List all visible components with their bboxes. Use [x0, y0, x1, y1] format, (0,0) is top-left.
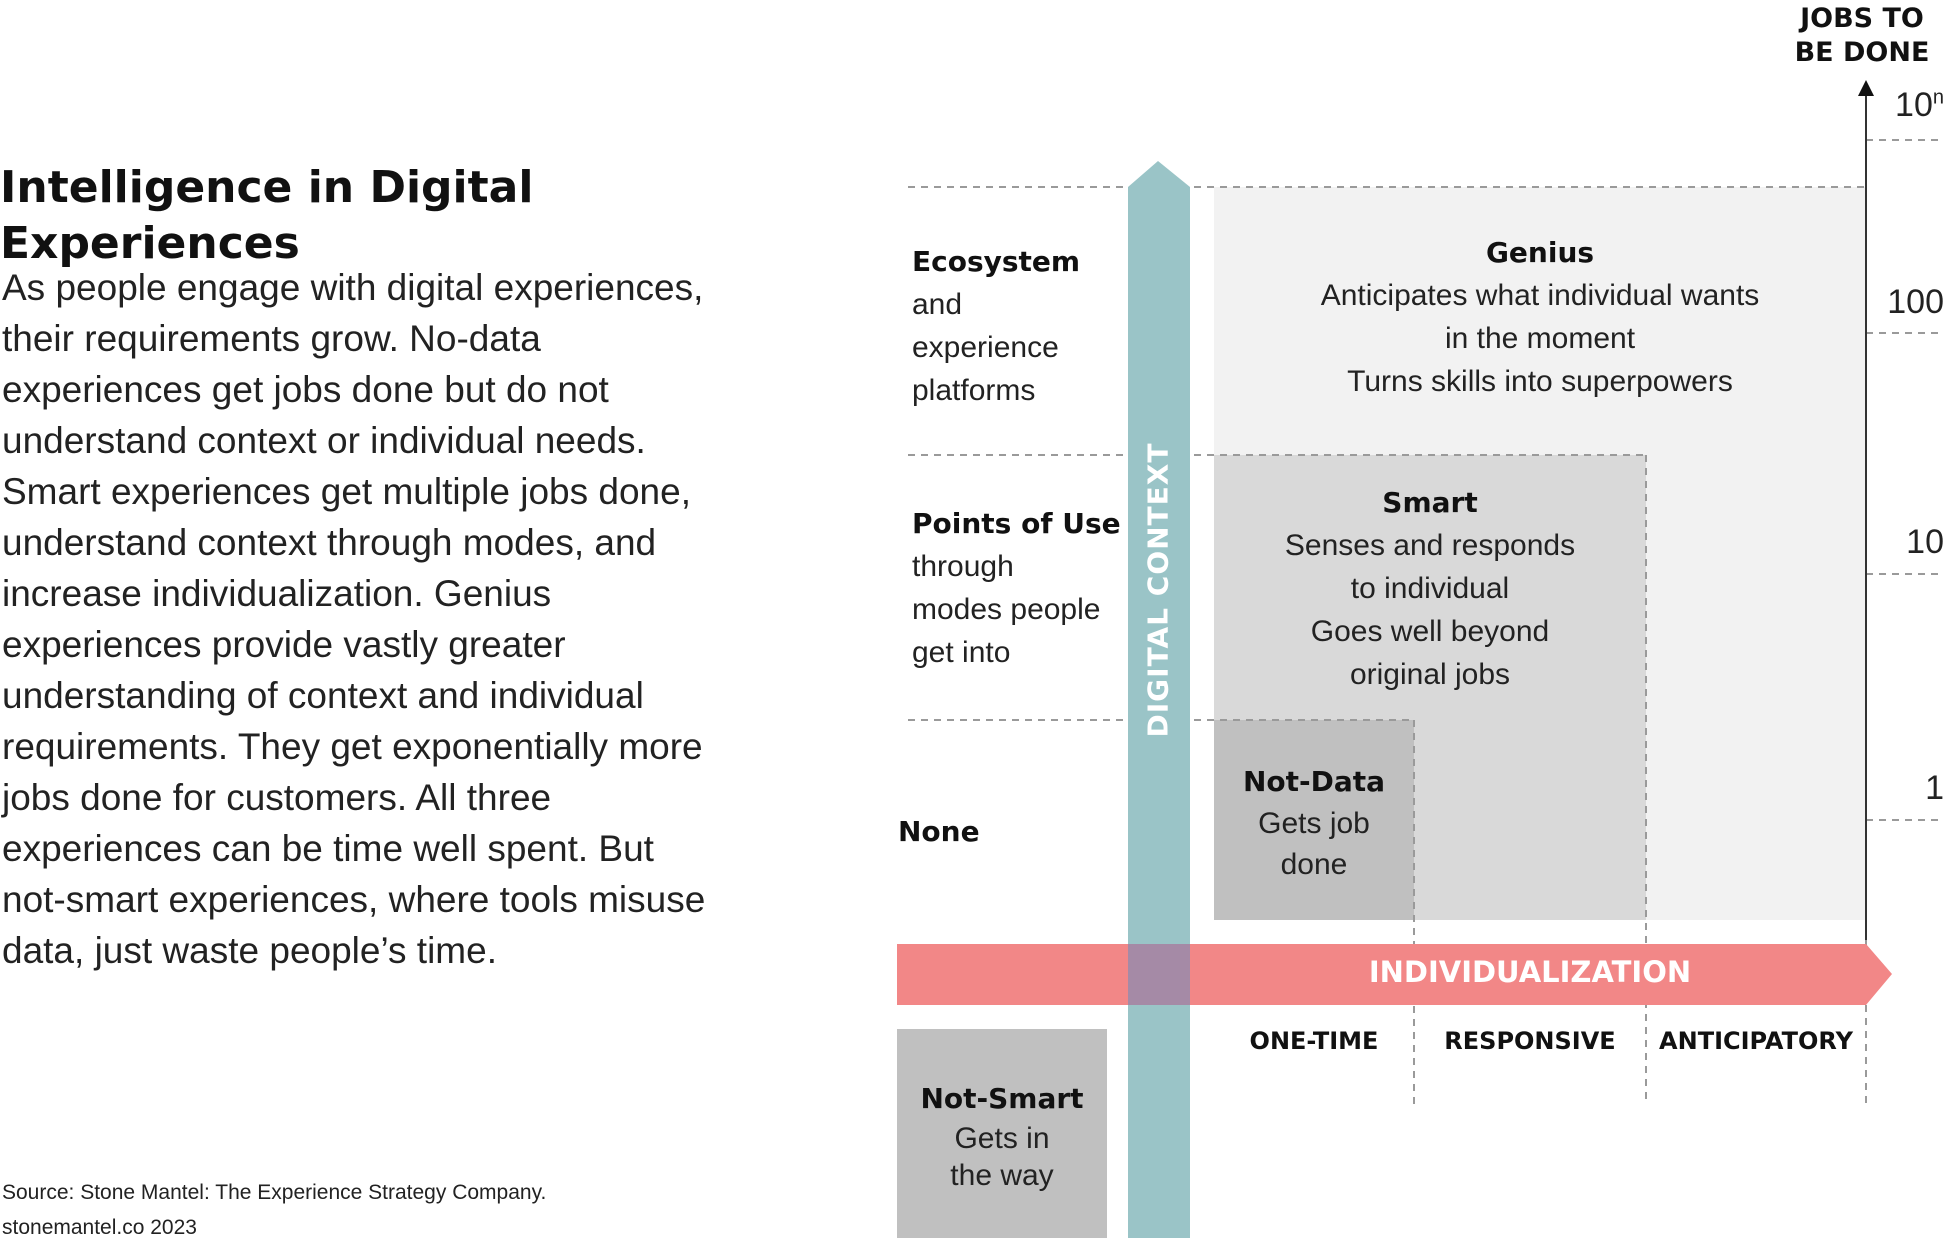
- context-level-none: None: [898, 815, 980, 848]
- body-line: experiences provide vastly greater: [2, 624, 566, 665]
- body-line: not-smart experiences, where tools misus…: [2, 879, 706, 920]
- not-data-box: [1214, 720, 1414, 920]
- body-line: understand context or individual needs.: [2, 420, 646, 461]
- column-label-one-time: ONE-TIME: [1249, 1027, 1379, 1055]
- source-credit: Source: Stone Mantel: The Experience Str…: [2, 1181, 547, 1204]
- genius-title: Genius: [1485, 236, 1595, 269]
- context-level-points-of-use: Points of Use through modes people get i…: [912, 507, 1121, 669]
- not-smart-title: Not-Smart: [920, 1082, 1084, 1115]
- body-line: understand context through modes, and: [2, 522, 657, 563]
- jobs-tick-10: 10: [1906, 523, 1944, 561]
- jobs-tick-100: 100: [1887, 283, 1944, 321]
- jobs-axis-title: JOBS TO BE DONE: [1794, 3, 1930, 68]
- column-label-responsive: RESPONSIVE: [1444, 1027, 1616, 1055]
- individualization-label: INDIVIDUALIZATION: [1368, 955, 1692, 989]
- not-smart-box-text: Not-Smart Gets in the way: [897, 1077, 1107, 1194]
- jobs-axis-arrowhead: [1858, 80, 1874, 96]
- jobs-tick-1: 1: [1925, 769, 1944, 807]
- jobs-tick-10n: 10n: [1895, 86, 1944, 124]
- body-line: jobs done for customers. All three: [2, 777, 552, 818]
- body-line: experiences can be time well spent. But: [2, 828, 654, 869]
- smart-box-text: Smart Senses and responds to individual …: [1214, 481, 1646, 696]
- smart-title: Smart: [1382, 486, 1478, 519]
- body-paragraph: As people engage with digital experience…: [2, 262, 762, 976]
- body-line: data, just waste people’s time.: [2, 930, 497, 971]
- genius-box-text: Genius Anticipates what individual wants…: [1214, 231, 1866, 403]
- body-line: their requirements grow. No-data: [2, 318, 541, 359]
- page-title: Intelligence in Digital Experiences: [0, 162, 534, 269]
- context-level-ecosystem: Ecosystem and experience platforms: [912, 245, 1081, 407]
- body-line: experiences get jobs done but do not: [2, 369, 609, 410]
- body-line: increase individualization. Genius: [2, 573, 552, 614]
- body-line: requirements. They get exponentially mor…: [2, 726, 703, 767]
- not-data-title: Not-Data: [1242, 765, 1386, 798]
- body-line: understanding of context and individual: [2, 675, 644, 716]
- column-label-anticipatory: ANTICIPATORY: [1659, 1027, 1853, 1055]
- not-data-box-text: Not-Data Gets job done: [1214, 760, 1414, 885]
- axes-overlap: [1128, 944, 1190, 1005]
- body-line: Smart experiences get multiple jobs done…: [2, 471, 691, 512]
- source-website: stonemantel.co 2023: [2, 1216, 197, 1239]
- body-line: As people engage with digital experience…: [2, 267, 704, 308]
- not-smart-box: [897, 1029, 1107, 1238]
